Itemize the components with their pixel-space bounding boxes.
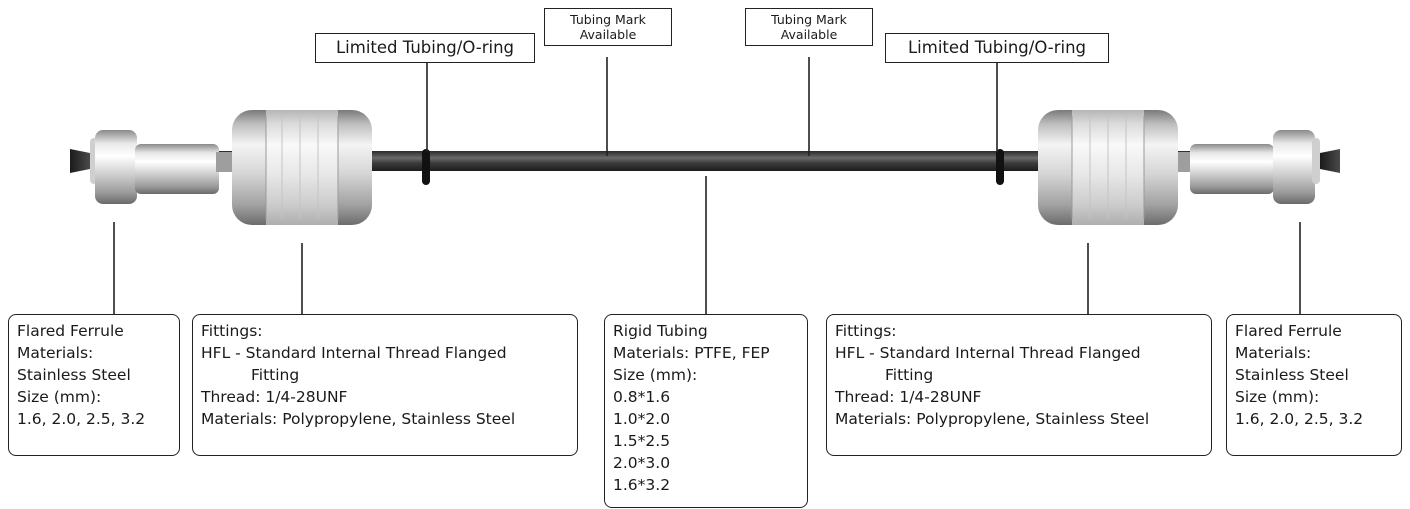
info-box-ferrule-left: Flared Ferrule Materials: Stainless Stee…: [8, 314, 180, 456]
label-tubing-mark-right: Tubing Mark Available: [745, 8, 873, 46]
tubing-title: Rigid Tubing: [613, 322, 708, 340]
info-box-fitting-right: Fittings: HFL - Standard Internal Thread…: [826, 314, 1212, 456]
label-tubing-mark-right-line2: Available: [780, 27, 838, 42]
ferrule-left-line: Materials:: [17, 344, 94, 362]
ferrule-left-line: Size (mm):: [17, 388, 102, 406]
info-box-tubing: Rigid Tubing Materials: PTFE, FEP Size (…: [604, 314, 808, 508]
info-box-fitting-left: Fittings: HFL - Standard Internal Thread…: [192, 314, 578, 456]
tubing-line: Size (mm):: [613, 366, 698, 384]
label-oring-left: Limited Tubing/O-ring: [315, 33, 535, 63]
leader-lines: [113, 57, 1301, 314]
fitting-left-line: Thread: 1/4-28UNF: [201, 388, 348, 406]
ferrule-left-line: 1.6, 2.0, 2.5, 3.2: [17, 410, 146, 428]
tubing-icon: [160, 151, 1250, 171]
ferrule-left-title: Flared Ferrule: [17, 322, 124, 340]
label-oring-right: Limited Tubing/O-ring: [885, 33, 1109, 63]
tubing-line: Materials: PTFE, FEP: [613, 344, 770, 362]
fitting-left-title: Fittings:: [201, 322, 263, 340]
fitting-right-line: HFL - Standard Internal Thread Flanged: [835, 344, 1141, 362]
info-box-ferrule-right: Flared Ferrule Materials: Stainless Stee…: [1226, 314, 1402, 456]
ferrule-right-line: Stainless Steel: [1235, 366, 1349, 384]
tubing-size: 2.0*3.0: [613, 454, 671, 472]
fitting-nut-icon: [216, 110, 372, 225]
fitting-nut-icon: [1038, 110, 1190, 225]
fitting-left-line: Fitting: [251, 366, 300, 384]
flared-ferrule-icon: [70, 130, 219, 204]
o-ring-icon: [422, 149, 1004, 185]
tubing-size: 1.5*2.5: [613, 432, 671, 450]
label-tubing-mark-left-line1: Tubing Mark: [570, 12, 646, 27]
label-tubing-mark-left: Tubing Mark Available: [544, 8, 672, 46]
fitting-left-line: Materials: Polypropylene, Stainless Stee…: [201, 410, 516, 428]
label-tubing-mark-left-line2: Available: [579, 27, 637, 42]
fitting-right-line: Fitting: [885, 366, 934, 384]
ferrule-right-line: 1.6, 2.0, 2.5, 3.2: [1235, 410, 1364, 428]
fitting-right-line: Materials: Polypropylene, Stainless Stee…: [835, 410, 1150, 428]
label-tubing-mark-right-line1: Tubing Mark: [771, 12, 847, 27]
fitting-right-title: Fittings:: [835, 322, 897, 340]
fitting-left-line: HFL - Standard Internal Thread Flanged: [201, 344, 507, 362]
tubing-size: 1.6*3.2: [613, 476, 671, 494]
tubing-size: 1.0*2.0: [613, 410, 671, 428]
label-oring-right-text: Limited Tubing/O-ring: [907, 38, 1087, 57]
ferrule-right-line: Size (mm):: [1235, 388, 1320, 406]
ferrule-left-line: Stainless Steel: [17, 366, 131, 384]
ferrule-right-title: Flared Ferrule: [1235, 322, 1342, 340]
fitting-right-line: Thread: 1/4-28UNF: [835, 388, 982, 406]
label-oring-left-text: Limited Tubing/O-ring: [335, 38, 515, 57]
flared-ferrule-icon: [1190, 130, 1340, 204]
tubing-size: 0.8*1.6: [613, 388, 671, 406]
ferrule-right-line: Materials:: [1235, 344, 1312, 362]
